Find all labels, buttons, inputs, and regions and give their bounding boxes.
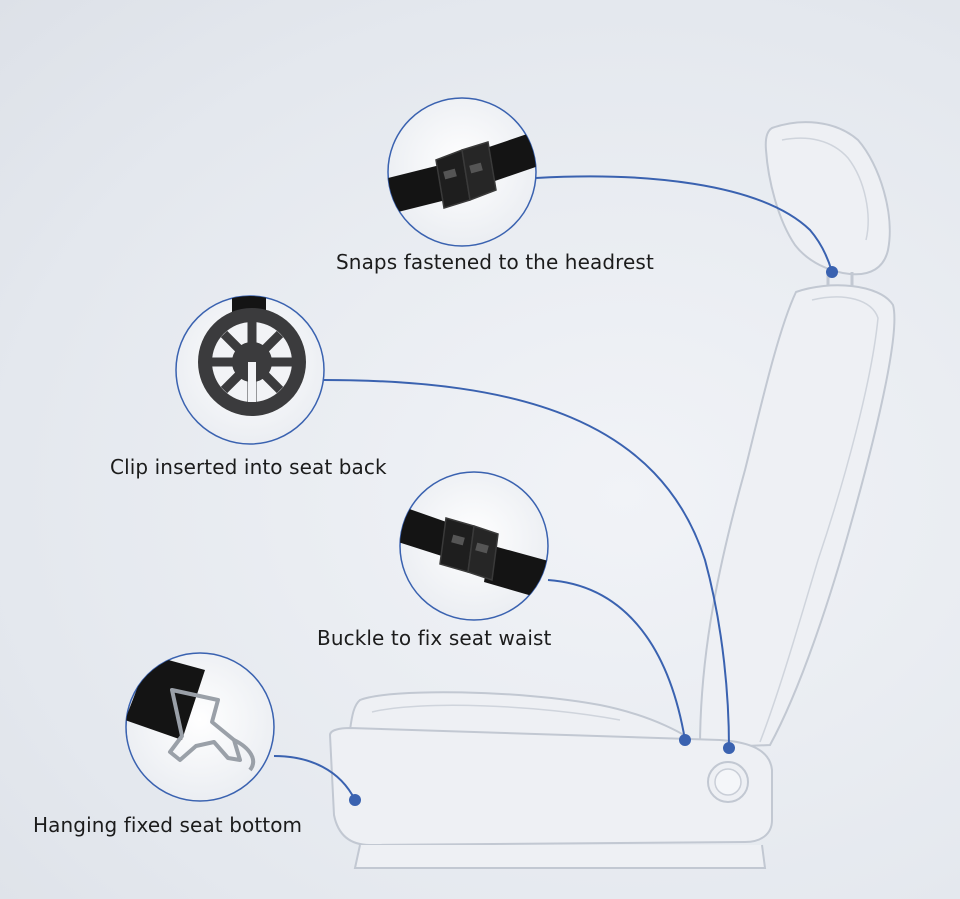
connector-lines [273,175,833,801]
anchor-dot-headrest [826,266,838,278]
anchor-dot-seat-waist [679,734,691,746]
seat-waist-buckle-callout [399,471,549,621]
anchor-dot-seat-bottom [349,794,361,806]
connector-seat-bottom [273,755,356,801]
backrest-shape [698,284,896,750]
callout-label-seat-waist: Buckle to fix seat waist [317,626,552,650]
buckle-image-waist [400,505,548,600]
connector-headrest [535,175,833,273]
seat-base-shape [328,726,773,847]
callout-label-headrest: Snaps fastened to the headrest [336,250,654,274]
seat-back-clip-callout [175,295,325,445]
anchor-dots [349,266,838,806]
connector-seat-back [323,379,730,749]
headrest-buckle-callout [387,97,537,247]
seat-bottom-hook-callout [125,652,275,802]
car-seat-outline [328,121,896,869]
anchor-dot-seat-back [723,742,735,754]
callout-label-seat-bottom: Hanging fixed seat bottom [33,813,303,837]
callout-label-seat-back: Clip inserted into seat back [110,455,387,479]
clip-wheel-image [198,296,306,416]
headrest-shape [764,121,891,276]
connector-seat-waist [547,579,686,741]
